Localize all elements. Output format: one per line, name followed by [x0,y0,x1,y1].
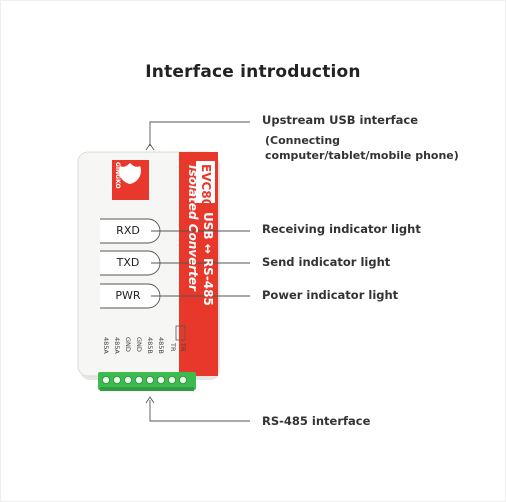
model-plate [196,161,215,203]
indicator-txd-label: TXD [116,256,140,269]
pwr-light-label: Power indicator light [262,288,399,302]
pin-label: 485A [113,337,121,354]
page-title: Interface introduction [145,62,361,82]
callout-rs485 [149,400,250,422]
arrow-rs485-icon [145,396,155,404]
pin-label: TR [179,343,187,352]
pin-label: 485B [157,337,165,354]
product-name-line2: Isolated Converter [186,165,200,291]
callout-lines [149,121,250,422]
txd-light-label: Send indicator light [262,255,391,269]
pin-label: TR [169,343,177,352]
terminal-base [100,387,194,391]
pin-label: GND [124,337,132,352]
usb-interface-label: Upstream USB interface [262,113,418,127]
tr-switch [175,325,186,341]
terminal-screws [102,375,187,384]
usb-interface-sub-2: computer/tablet/mobile phone) [265,149,459,162]
arrow-usb-icon [145,143,155,151]
pin-label: 485A [102,337,110,354]
ginkgo-leaf-icon [119,163,141,194]
product-name-line1: USB ↔ RS-485 [201,212,215,306]
pin-label: 485B [146,337,154,354]
indicator-rxd-label: RXD [116,224,140,237]
usb-interface-sub-1: (Connecting [265,134,341,147]
callout-usb [149,121,250,146]
pin-label: GND [135,337,143,352]
rxd-light-label: Receiving indicator light [262,222,421,236]
indicator-pwr-label: PWR [115,289,141,302]
brand-text: GINGKO [114,162,121,189]
rs485-interface-label: RS-485 interface [262,414,371,428]
